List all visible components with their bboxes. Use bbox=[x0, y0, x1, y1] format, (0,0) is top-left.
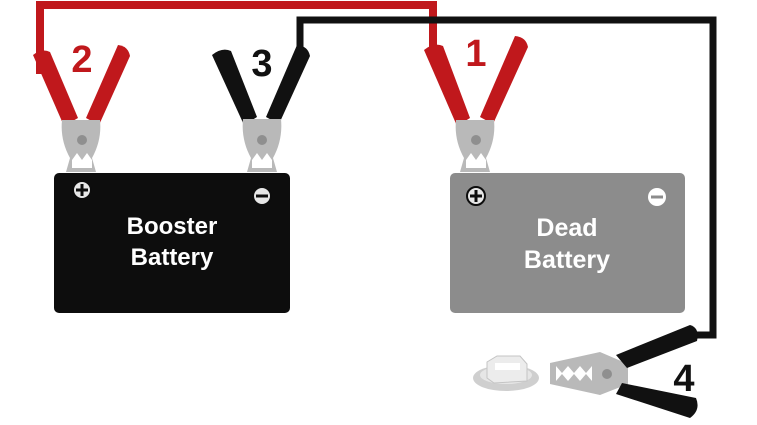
clamp-2-red-booster-positive bbox=[33, 45, 130, 200]
dead-battery-label-line1: Dead bbox=[536, 214, 597, 242]
black-cable bbox=[296, 16, 717, 339]
ground-bolt bbox=[473, 355, 539, 391]
dead-battery-label-line2: Battery bbox=[524, 246, 610, 274]
step-number-1: 1 bbox=[465, 33, 486, 75]
booster-battery-label-line1: Booster bbox=[127, 213, 218, 240]
booster-battery-label-line2: Battery bbox=[131, 244, 214, 271]
booster-battery: Booster Battery bbox=[54, 173, 290, 313]
clamp-4-black-ground bbox=[550, 325, 698, 418]
clamp-1-red-dead-positive bbox=[424, 36, 528, 206]
step-number-4: 4 bbox=[673, 358, 694, 400]
step-number-2: 2 bbox=[71, 39, 92, 81]
step-number-3: 3 bbox=[251, 43, 272, 85]
dead-battery: Dead Battery bbox=[450, 173, 685, 313]
clamp-3-black-booster-negative bbox=[212, 45, 310, 206]
red-cable bbox=[36, 1, 437, 74]
